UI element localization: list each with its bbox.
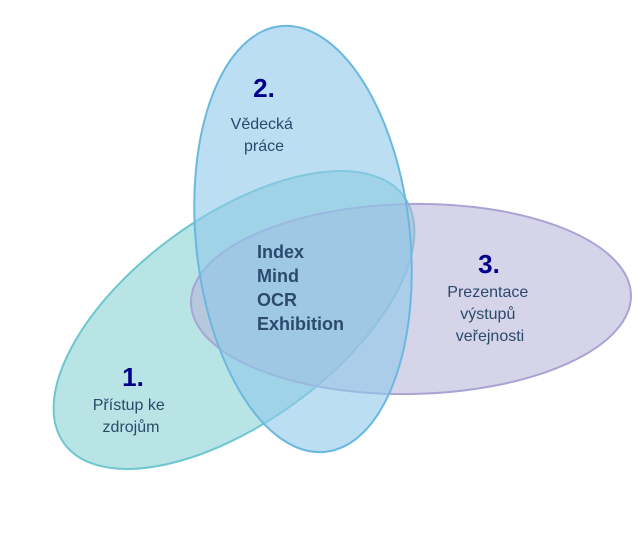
center-label-line: Index bbox=[257, 242, 304, 262]
set-1-number: 1. bbox=[122, 362, 144, 392]
center-label-line: OCR bbox=[257, 290, 297, 310]
set-1-label: Přístup ke zdrojům bbox=[93, 397, 169, 436]
center-label: Index Mind OCR Exhibition bbox=[257, 242, 344, 334]
set-2-label: Vědecká práce bbox=[231, 116, 298, 155]
set-1-label-line: zdrojům bbox=[103, 418, 160, 436]
set-2-label-line: práce bbox=[244, 138, 284, 155]
set-1-label-line: Přístup ke bbox=[93, 397, 165, 414]
set-3-label-line: Prezentace bbox=[447, 284, 528, 301]
center-label-line: Exhibition bbox=[257, 314, 344, 334]
set-3-label-line: veřejnosti bbox=[456, 328, 524, 345]
set-3-label: Prezentace výstupů veřejnosti bbox=[447, 284, 532, 345]
set-3-number: 3. bbox=[478, 249, 500, 279]
set-2-label-line: Vědecká bbox=[231, 116, 293, 133]
set-2-number: 2. bbox=[253, 73, 275, 103]
set-3-label-line: výstupů bbox=[460, 305, 515, 323]
set-2-ellipse bbox=[193, 24, 413, 454]
center-label-line: Mind bbox=[257, 266, 299, 286]
